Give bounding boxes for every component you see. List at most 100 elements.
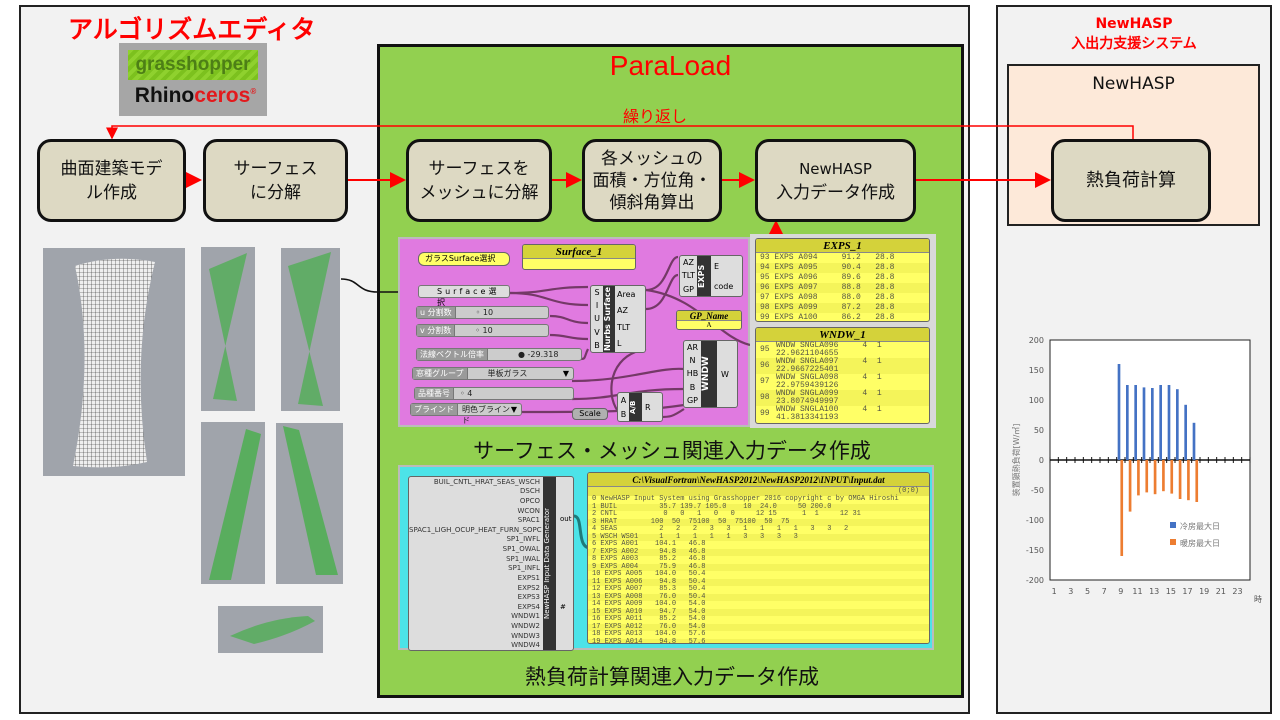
output-port[interactable]: #: [560, 603, 566, 611]
input-port[interactable]: GP: [682, 284, 695, 294]
input-port[interactable]: WNDW3: [511, 631, 540, 640]
dropdown-label: ブラインド: [411, 404, 458, 415]
u-divisions-slider[interactable]: u 分割数◦ 10: [416, 306, 549, 319]
glass-surface-select-param[interactable]: ガラスSurface選択: [418, 252, 510, 266]
input-port[interactable]: EXPS2: [517, 583, 540, 592]
file-rows: 0 NewHASP Input System using Grasshopper…: [588, 495, 929, 643]
input-port[interactable]: SP1_INFL: [508, 564, 540, 573]
input-port[interactable]: EXPS3: [517, 593, 540, 602]
output-port[interactable]: R: [645, 402, 651, 412]
panel-row: 4 SEAS 2 2 2 3 3 1 1 1 1 3 3 2: [592, 525, 849, 533]
input-port[interactable]: S: [594, 288, 600, 298]
input-port[interactable]: SPAC1_LIGH_OCUP_HEAT_FURN_SOPC: [409, 525, 542, 534]
panel-row: 12 EXPS A007 85.3 50.4: [592, 585, 706, 593]
x-tick-label: 9: [1118, 587, 1123, 596]
product-number-slider[interactable]: 品種番号◦ 4: [414, 387, 574, 400]
flow-text: 面積・方位角・: [592, 170, 712, 191]
row-text: WNDW SNGLA098 4 1 22.9759439126: [776, 373, 882, 390]
x-tick-label: 13: [1149, 587, 1159, 596]
surface-shape-icon: [230, 616, 315, 644]
input-port[interactable]: U: [594, 314, 600, 324]
flow-box-calc: 各メッシュの面積・方位角・傾斜角算出: [582, 139, 722, 222]
bar-cooling: [1142, 387, 1146, 460]
panel-row: 2 CNTL 0 0 1 0 0 12 15 1 1 12 31: [592, 510, 861, 518]
panel-row: 94 EXPS A095 90.4 28.8: [756, 263, 929, 273]
panel-row: 3 HRAT 100 50 75100 50 75100 50 75: [588, 518, 929, 526]
normal-vector-slider[interactable]: 法線ベクトル倍率● -29.318: [416, 348, 582, 361]
output-port[interactable]: W: [721, 369, 729, 379]
surface-image-4: [276, 423, 343, 584]
blind-dropdown[interactable]: ブラインド明色ブラインド▼: [410, 403, 522, 425]
panel-index: (0;0): [588, 487, 929, 496]
input-port[interactable]: B: [594, 340, 600, 350]
input-port[interactable]: WNDW2: [511, 621, 540, 630]
output-port[interactable]: out: [560, 515, 572, 523]
input-port[interactable]: WCON: [517, 506, 540, 515]
ab-outputs: R: [642, 393, 662, 421]
input-port[interactable]: HB: [686, 369, 699, 379]
surface-select-param[interactable]: Surface選択: [418, 285, 510, 307]
input-port[interactable]: EXPS4: [517, 602, 540, 611]
input-port[interactable]: I: [595, 301, 599, 311]
input-port[interactable]: WNDW4: [511, 641, 540, 650]
flow-box-mesh: サーフェスをメッシュに分解: [406, 139, 552, 222]
dropdown-arrow-icon: ▼: [562, 369, 569, 378]
input-port[interactable]: OPCO: [519, 497, 540, 506]
input-port[interactable]: TLT: [681, 271, 696, 281]
panel-row: 10 EXPS A005 104.0 50.4: [592, 570, 706, 578]
flow-text: サーフェスを: [428, 158, 530, 179]
input-port[interactable]: B: [620, 409, 627, 419]
input-port[interactable]: A: [620, 395, 627, 405]
x-tick-label: 17: [1182, 587, 1192, 596]
input-port[interactable]: SP1_IWAL: [506, 554, 540, 563]
surface-image-5: [218, 606, 323, 653]
flow-text: サーフェス: [233, 158, 318, 179]
output-port[interactable]: E: [714, 261, 720, 271]
output-port[interactable]: Area: [617, 289, 636, 299]
scale-param[interactable]: Scale: [572, 408, 608, 420]
output-port[interactable]: code: [714, 281, 734, 291]
input-port[interactable]: WNDW1: [511, 612, 540, 621]
v-divisions-slider[interactable]: v 分割数◦ 10: [416, 324, 549, 337]
input-port[interactable]: V: [594, 327, 600, 337]
rhino-logo-part: Rhino: [134, 84, 195, 107]
input-port[interactable]: SPAC1: [517, 516, 540, 525]
input-port[interactable]: N: [689, 356, 696, 366]
bar-cooling: [1184, 404, 1187, 460]
input-port[interactable]: AR: [686, 343, 699, 353]
output-port[interactable]: TLT: [617, 322, 631, 332]
panel-row: 96 EXPS A097 88.8 28.8: [756, 283, 929, 293]
input-port[interactable]: SP1_OWAL: [502, 545, 540, 554]
input-port[interactable]: SP1_IWFL: [506, 535, 540, 544]
x-axis-label: 時: [1254, 595, 1262, 604]
legend-label: 冷房最大日: [1180, 521, 1220, 531]
panel-row: 17 EXPS A012 76.0 54.0: [588, 623, 929, 631]
output-port[interactable]: AZ: [617, 306, 628, 316]
input-port[interactable]: EXPS1: [517, 573, 540, 582]
flow-text: ル作成: [86, 182, 137, 203]
input-port[interactable]: DSCH: [520, 487, 540, 496]
input-port[interactable]: BUIL_CNTL_HRAT_SEAS_WSCH: [433, 477, 540, 486]
row-text: WNDW SNGLA099 4 1 23.8074949997: [776, 389, 882, 406]
loop-arrow: [106, 125, 1134, 141]
bar-heating: [1162, 460, 1165, 492]
row-text: WNDW SNGLA100 4 1 41.3813341193: [776, 405, 882, 422]
panel-row: 99 EXPS A100 86.2 28.8: [760, 313, 895, 322]
flow-text: に分解: [249, 182, 301, 203]
dropdown-label: 窓種グループ: [413, 368, 468, 379]
input-port[interactable]: GP: [686, 395, 699, 405]
surface-wire: [340, 278, 418, 293]
flow-text: 熱負荷計算: [1086, 169, 1176, 191]
output-port[interactable]: L: [617, 339, 622, 349]
row-index: 95: [760, 345, 770, 354]
window-group-dropdown[interactable]: 窓種グループ単板ガラス▼: [412, 367, 574, 380]
input-port[interactable]: AZ: [683, 258, 694, 268]
input-port[interactable]: B: [689, 382, 696, 392]
panel-title: C:\VisualFortran\NewHASP2012\NewHASP2012…: [588, 473, 929, 487]
